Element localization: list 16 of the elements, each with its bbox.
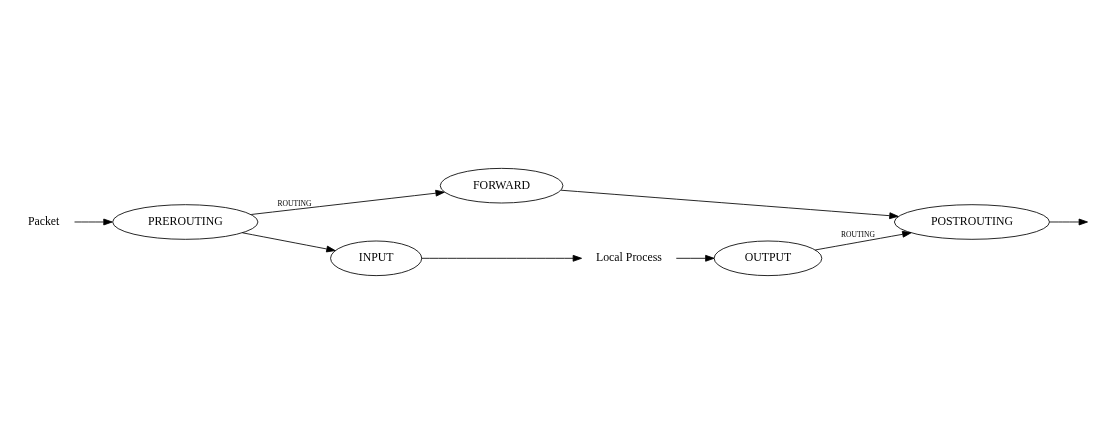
node-text: Packet: [27, 213, 60, 228]
arrow: [421, 254, 582, 262]
node-ellipse: INPUT: [330, 240, 423, 276]
arrow: [250, 189, 445, 215]
node-ellipse: OUTPUT: [713, 240, 823, 276]
arrow: [814, 230, 912, 250]
edge-label: ROUTING: [277, 198, 312, 208]
node-text: Local Process: [595, 249, 662, 264]
arrow: [74, 218, 113, 225]
edge-label: ROUTING: [840, 229, 876, 239]
arrow: [675, 254, 715, 262]
node-ellipse: PREROUTING: [112, 203, 259, 240]
arrow: [560, 189, 899, 219]
node-ellipse: FORWARD: [439, 167, 564, 203]
arrow: [1049, 218, 1088, 225]
arrow: [241, 231, 336, 252]
